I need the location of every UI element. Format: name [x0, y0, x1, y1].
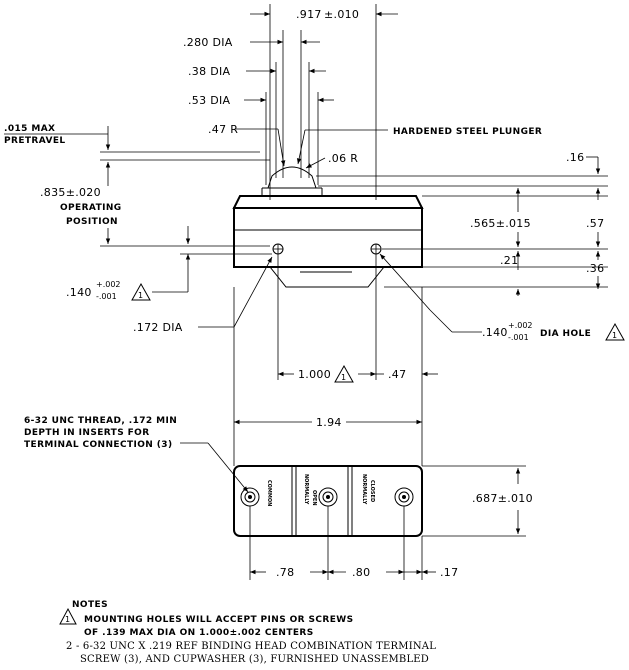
d80-label: .80: [352, 566, 370, 579]
dim-917: .917 ±.010: [250, 4, 398, 200]
pretravel-label-1: .015 MAX: [4, 124, 55, 134]
housing: [233, 207, 423, 268]
hole-suffix: DIA HOLE: [540, 329, 591, 339]
terminal-2-label-b: OPEN: [311, 490, 317, 506]
d172-label: .172 DIA: [133, 321, 183, 334]
left-dims: .015 MAX PRETRAVEL .835±.020 OPERATING P…: [4, 124, 273, 334]
d565-label: .565±.015: [470, 217, 531, 230]
notes: NOTES 1 MOUNTING HOLES WILL ACCEPT PINS …: [59, 600, 436, 665]
d194-label: 1.94: [316, 416, 342, 429]
terminal-1-label: COMMON: [266, 480, 272, 506]
dim-917-tol: ±.010: [324, 8, 359, 21]
dia-53-label: .53 DIA: [188, 94, 231, 107]
terminal-screw-1: [240, 487, 260, 507]
r-47-label: .47 R: [208, 123, 238, 136]
d687-label: .687±.010: [472, 492, 533, 505]
d57-label: .57: [586, 217, 604, 230]
hole-value: .140: [482, 326, 508, 339]
dim-194: 1.94: [234, 416, 422, 429]
op-pos-label-2: OPERATING: [60, 203, 122, 213]
notes-heading: NOTES: [72, 600, 108, 610]
plunger: [267, 166, 317, 189]
note-flag-3: [334, 364, 354, 383]
d140-tol-minus: -.001: [96, 292, 117, 301]
note-1-line-1: MOUNTING HOLES WILL ACCEPT PINS OR SCREW…: [84, 615, 354, 625]
mounting-flange: [234, 266, 422, 288]
note-1-line-2: OF .139 MAX DIA ON 1.000±.002 CENTERS: [84, 628, 314, 638]
note-flag-4: [59, 607, 77, 625]
r-06-label: .06 R: [328, 152, 358, 165]
terminal-2-label-a: NORMALLY: [303, 474, 309, 505]
right-dims: .16 .565±.015 .57 .21 .36 .140 +.002 -.0…: [316, 151, 625, 342]
note-flag-4-num: 1: [65, 615, 70, 624]
thread-line-1: 6-32 UNC THREAD, .172 MIN: [24, 416, 177, 426]
d21-label: .21: [500, 254, 518, 267]
bottom-dims: .78 .80 .17: [250, 566, 458, 579]
terminal-3-label-a: NORMALLY: [361, 474, 367, 505]
dia-38-label: .38 DIA: [188, 65, 231, 78]
note-flag-3-num: 1: [341, 373, 346, 382]
terminal-screw-3: [394, 487, 414, 507]
d47-label: .47: [388, 368, 406, 381]
d1000-label: 1.000: [298, 368, 331, 381]
terminal-block: COMMON NORMALLY OPEN NORMALLY CLOSED: [233, 465, 423, 580]
hole-tol-minus: -.001: [508, 333, 529, 342]
plunger-dims: .280 DIA .38 DIA .53 DIA .47 R HARDENED …: [183, 30, 542, 185]
d16-label: .16: [566, 151, 584, 164]
pretravel-label-2: PRETRAVEL: [4, 136, 66, 146]
op-pos-label-3: POSITION: [66, 217, 118, 227]
plunger-label: HARDENED STEEL PLUNGER: [393, 127, 542, 137]
d140-tol-plus: +.002: [96, 280, 121, 289]
mid-dims: 1.000 1 .47: [278, 364, 438, 383]
note-2-line-2: SCREW (3), AND CUPWASHER (3), FURNISHED …: [80, 654, 429, 665]
note-flag-1: [131, 282, 151, 301]
note-flag-1-num: 1: [138, 291, 143, 300]
thread-line-2: DEPTH IN INSERTS FOR: [24, 428, 150, 438]
d17-label: .17: [440, 566, 458, 579]
note-2-line-1: 2 - 6-32 UNC X .219 REF BINDING HEAD COM…: [66, 641, 436, 652]
dia-280-label: .280 DIA: [183, 36, 233, 49]
terminal-screw-2: [318, 487, 338, 507]
thread-line-3: TERMINAL CONNECTION (3): [24, 440, 172, 450]
note-flag-2-num: 1: [612, 331, 617, 340]
dim-917-value: .917: [296, 8, 322, 21]
note-flag-2: [605, 322, 625, 341]
dim-687: .687±.010: [422, 465, 533, 537]
terminal-3-label-b: CLOSED: [369, 480, 375, 502]
thread-note: 6-32 UNC THREAD, .172 MIN DEPTH IN INSER…: [24, 416, 249, 493]
housing-top: [232, 195, 424, 209]
d140-value: .140: [66, 286, 92, 299]
hole-tol-plus: +.002: [508, 321, 533, 330]
switch-body: [232, 166, 424, 466]
d36-label: .36: [586, 262, 604, 275]
d78-label: .78: [276, 566, 294, 579]
op-pos-label-1: .835±.020: [40, 186, 101, 199]
